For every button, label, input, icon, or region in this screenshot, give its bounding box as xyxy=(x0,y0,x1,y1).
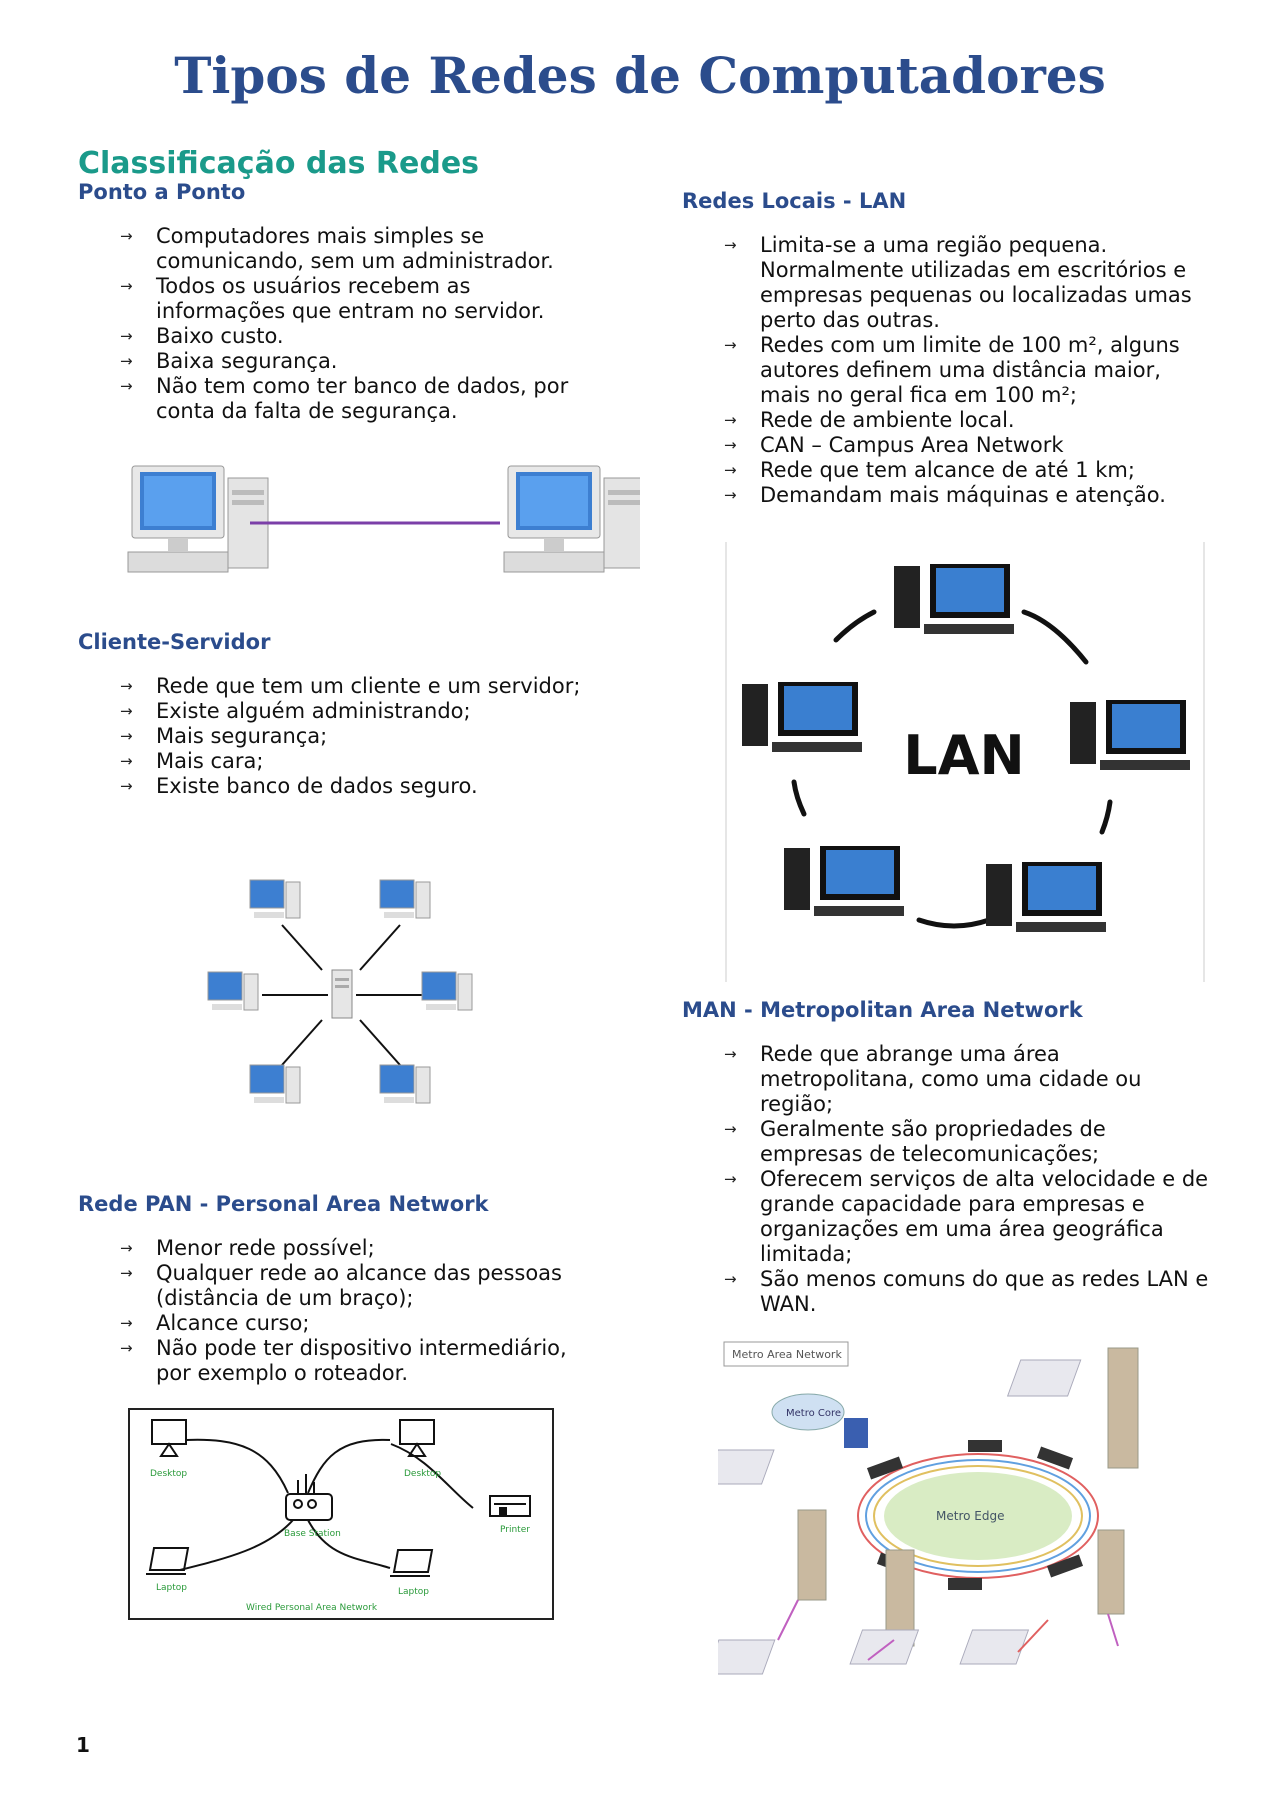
list-item: Alcance curso; xyxy=(120,1311,600,1336)
page-title: Tipos de Redes de Computadores xyxy=(174,46,1106,105)
metro-core-label: Metro Core xyxy=(786,1408,841,1419)
man-heading: MAN - Metropolitan Area Network xyxy=(682,998,1083,1022)
computer-icon xyxy=(1070,700,1190,770)
list-item: Não pode ter dispositivo intermediário, … xyxy=(120,1336,600,1386)
man-list: Rede que abrange uma área metropolitana,… xyxy=(724,1042,1214,1317)
list-item: Computadores mais simples se comunicando… xyxy=(120,224,590,274)
printer-label: Printer xyxy=(500,1525,530,1535)
computer-icon xyxy=(379,879,431,919)
list-item: Todos os usuários recebem as informações… xyxy=(120,274,590,324)
server-icon xyxy=(331,969,353,1019)
computer-icon xyxy=(207,971,259,1011)
metro-edge-label: Metro Edge xyxy=(936,1509,1004,1523)
computer-icon xyxy=(127,465,269,573)
pan-diagram: Desktop Desktop Base Station Printer Lap… xyxy=(128,1408,554,1620)
router-icon xyxy=(285,1474,333,1521)
list-item: Demandam mais máquinas e atenção. xyxy=(724,483,1214,508)
list-item: Mais segurança; xyxy=(120,724,600,749)
list-item: Oferecem serviços de alta velocidade e d… xyxy=(724,1167,1214,1267)
list-item: Geralmente são propriedades de empresas … xyxy=(724,1117,1214,1167)
pan-list: Menor rede possível; Qualquer rede ao al… xyxy=(120,1236,600,1386)
list-item: Rede que tem um cliente e um servidor; xyxy=(120,674,600,699)
list-item: Rede que abrange uma área metropolitana,… xyxy=(724,1042,1214,1117)
computer-icon xyxy=(503,465,640,573)
desktop-label: Desktop xyxy=(150,1469,187,1479)
list-item: Baixo custo. xyxy=(120,324,590,349)
laptop-label: Laptop xyxy=(156,1583,187,1593)
page-number: 1 xyxy=(76,1733,90,1757)
list-item: Não tem como ter banco de dados, por con… xyxy=(120,374,590,424)
computer-icon xyxy=(784,846,904,916)
man-box-label: Metro Area Network xyxy=(732,1348,842,1361)
computer-icon xyxy=(986,862,1106,932)
list-item: Rede de ambiente local. xyxy=(724,408,1214,433)
pan-caption: Wired Personal Area Network xyxy=(246,1603,378,1613)
p2p-heading: Ponto a Ponto xyxy=(78,180,246,204)
client-server-list: Rede que tem um cliente e um servidor; E… xyxy=(120,674,600,799)
lan-label: LAN xyxy=(903,724,1024,787)
computer-icon xyxy=(894,564,1014,634)
lan-list: Limita-se a uma região pequena. Normalme… xyxy=(724,233,1214,508)
computer-icon xyxy=(379,1064,431,1104)
list-item: Baixa segurança. xyxy=(120,349,590,374)
desktop-label: Desktop xyxy=(404,1469,441,1479)
client-server-heading: Cliente-Servidor xyxy=(78,630,271,654)
computer-icon xyxy=(249,879,301,919)
list-item: Rede que tem alcance de até 1 km; xyxy=(724,458,1214,483)
list-item: Mais cara; xyxy=(120,749,600,774)
desktop-icon xyxy=(399,1419,435,1457)
desktop-icon xyxy=(151,1419,187,1457)
computer-icon xyxy=(249,1064,301,1104)
lan-illustration: LAN xyxy=(725,542,1205,982)
man-diagram: Metro Area Network Metro Core Metro Edge xyxy=(718,1341,1139,1675)
list-item: Qualquer rede ao alcance das pessoas (di… xyxy=(120,1261,600,1311)
list-item: Limita-se a uma região pequena. Normalme… xyxy=(724,233,1214,333)
p2p-illustration xyxy=(127,465,640,573)
base-station-label: Base Station xyxy=(284,1529,341,1539)
p2p-list: Computadores mais simples se comunicando… xyxy=(120,224,590,424)
list-item: Redes com um limite de 100 m², alguns au… xyxy=(724,333,1214,408)
laptop-label: Laptop xyxy=(398,1587,429,1597)
laptop-icon xyxy=(390,1549,434,1577)
section-heading: Classificação das Redes xyxy=(78,146,480,181)
list-item: São menos comuns do que as redes LAN e W… xyxy=(724,1267,1214,1317)
client-server-diagram xyxy=(207,879,473,1104)
list-item: CAN – Campus Area Network xyxy=(724,433,1214,458)
list-item: Menor rede possível; xyxy=(120,1236,600,1261)
list-item: Existe banco de dados seguro. xyxy=(120,774,600,799)
pan-heading: Rede PAN - Personal Area Network xyxy=(78,1192,489,1216)
list-item: Existe alguém administrando; xyxy=(120,699,600,724)
computer-icon xyxy=(421,971,473,1011)
laptop-icon xyxy=(146,1547,190,1575)
computer-icon xyxy=(742,682,862,752)
printer-icon xyxy=(489,1495,531,1517)
lan-heading: Redes Locais - LAN xyxy=(682,189,907,213)
